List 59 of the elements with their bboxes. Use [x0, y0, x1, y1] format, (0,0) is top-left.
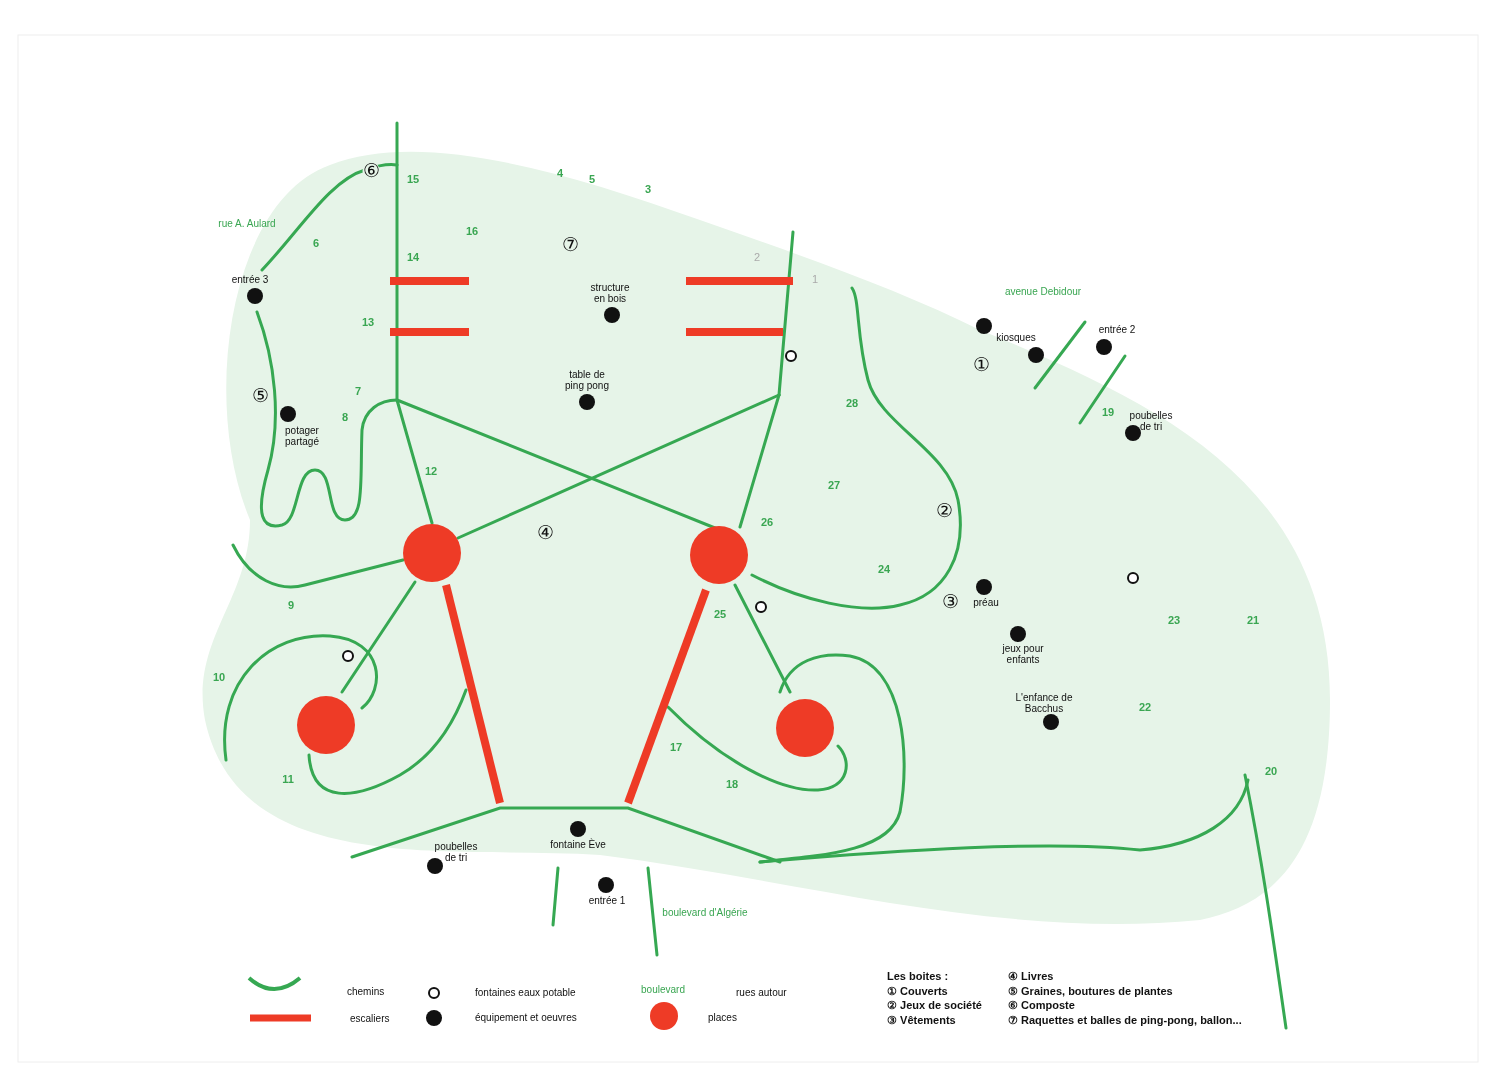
box-legend-item: ⑦ Raquettes et balles de ping-pong, ballon... — [1008, 1015, 1242, 1027]
path-number: 11 — [282, 774, 294, 786]
street-name: boulevard d'Algérie — [662, 907, 748, 919]
box-legend-item: ④ Livres — [1008, 971, 1054, 983]
place-label: fontaine Ève — [550, 839, 606, 851]
path-number: 15 — [406, 174, 420, 186]
legend-label: équipement et oeuvres — [475, 1012, 577, 1024]
path-number: 28 — [845, 398, 859, 410]
place-label: entrée 3 — [231, 274, 269, 286]
path-number: 6 — [312, 238, 320, 250]
path-number: 10 — [212, 672, 226, 684]
street-name: rue A. Aulard — [218, 218, 276, 230]
path-number: 21 — [1246, 615, 1260, 627]
path-number: 16 — [465, 226, 479, 238]
legend-heading: Les boites : — [887, 971, 949, 983]
place-label: poubelles de tri — [1128, 410, 1174, 432]
path-number: 23 — [1167, 615, 1181, 627]
path-number: 25 — [713, 609, 727, 621]
place-label: L'enfance de Bacchus — [1015, 692, 1073, 714]
path-number: 13 — [361, 317, 375, 329]
place-label: entrée 2 — [1098, 324, 1136, 336]
box-legend-item: ⑤ Graines, boutures de plantes — [1008, 986, 1173, 998]
path-number: 7 — [354, 386, 362, 398]
place-label: table de ping pong — [564, 369, 610, 391]
path-number: 22 — [1138, 702, 1152, 714]
path-number: 20 — [1264, 766, 1278, 778]
path-number: 4 — [556, 168, 564, 180]
path-number: 17 — [669, 742, 683, 754]
place-label: structure en bois — [589, 282, 631, 304]
path-number: 24 — [877, 564, 891, 576]
path-number: 26 — [760, 517, 774, 529]
box-legend-item: ② Jeux de société — [887, 1000, 982, 1012]
legend-label: rues autour — [736, 987, 787, 999]
street-name: avenue Debidour — [1004, 286, 1082, 298]
path-number: 1 — [811, 274, 819, 286]
place-label: jeux pour enfants — [1001, 643, 1045, 665]
path-number: 8 — [341, 412, 349, 424]
path-number: 27 — [827, 480, 841, 492]
box-legend-item: ① Couverts — [887, 986, 948, 998]
box-legend-item: ③ Vêtements — [887, 1015, 956, 1027]
street-name: boulevard — [641, 984, 685, 996]
place-label: potager partagé — [284, 425, 320, 447]
path-number: 18 — [725, 779, 739, 791]
legend-label: fontaines eaux potable — [475, 987, 576, 999]
place-label: entrée 1 — [588, 895, 626, 907]
path-number: 19 — [1101, 407, 1115, 419]
legend-label: chemins — [347, 986, 385, 998]
legend-label: escaliers — [350, 1013, 390, 1025]
place-label: préau — [973, 597, 999, 609]
path-number: 14 — [406, 252, 420, 264]
place-label: kiosques — [996, 332, 1036, 344]
legend-label: places — [708, 1012, 737, 1024]
path-number: 12 — [424, 466, 438, 478]
place-label: poubelles de tri — [433, 841, 479, 863]
path-number: 9 — [287, 600, 295, 612]
path-number: 5 — [588, 174, 596, 186]
path-number: 2 — [753, 252, 761, 264]
path-number: 3 — [644, 184, 652, 196]
box-legend-item: ⑥ Composte — [1008, 1000, 1075, 1012]
